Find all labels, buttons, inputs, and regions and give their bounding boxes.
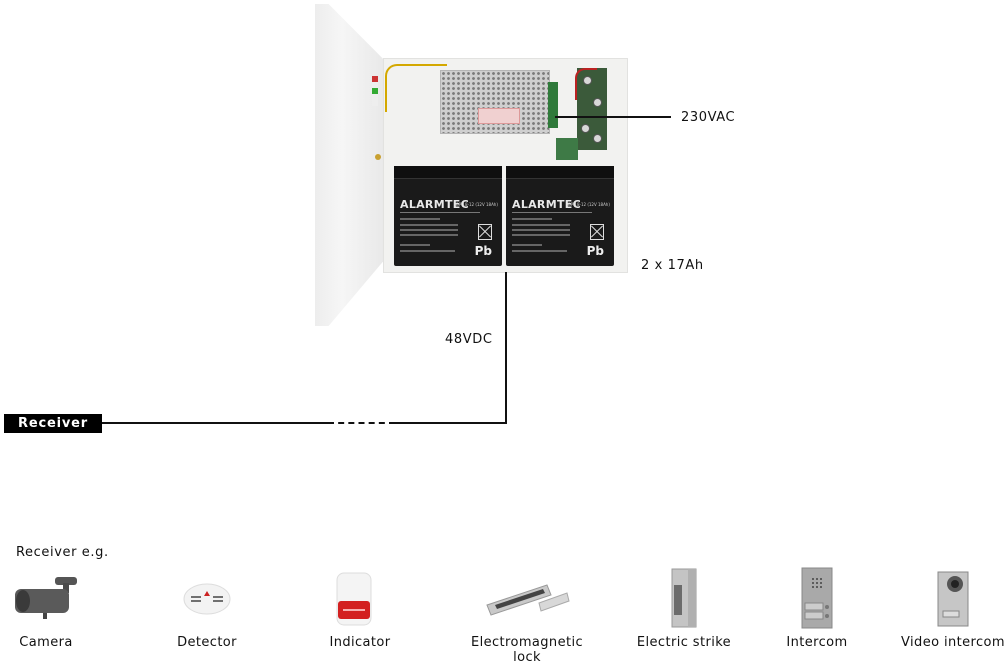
battery-brand: ALARMTEC: [512, 198, 581, 211]
device-label: Indicator: [329, 635, 391, 650]
device-label: Camera: [19, 635, 73, 650]
battery-text-line: [512, 234, 570, 236]
electromagnetic-lock-icon: [486, 584, 570, 616]
capacitor: [581, 124, 590, 133]
battery-text-line: [512, 224, 570, 226]
battery-text-line: [512, 229, 570, 231]
battery-capacity-label: 2 x 17Ah: [641, 258, 704, 273]
battery-text-line: [400, 218, 440, 220]
battery-2: ALARMTEC BP 18-12 (12V 18Ah) Pb: [506, 166, 614, 266]
battery-1: ALARMTEC BP 18-12 (12V 18Ah) Pb: [394, 166, 502, 266]
battery-marking: Pb: [474, 244, 492, 258]
psu-module-label: [478, 108, 520, 124]
battery-text-line: [512, 244, 542, 246]
intercom-icon: [801, 567, 833, 629]
battery-divider: [400, 212, 480, 213]
enclosure-door: [315, 4, 383, 326]
device-label: Video intercom: [901, 635, 1005, 650]
video-intercom-icon: [937, 571, 969, 627]
terminal-block: [548, 82, 558, 128]
ground-lug: [375, 154, 381, 160]
fuse-holder: [372, 76, 378, 106]
battery-text-line: [400, 224, 458, 226]
output-line-horizontal-left: [102, 422, 328, 424]
yellow-wire: [385, 64, 447, 112]
device-label: Electromagnetic lock: [470, 635, 584, 665]
battery-brand: ALARMTEC: [400, 198, 469, 211]
output-line-horizontal-right: [395, 422, 507, 424]
battery-marking: Pb: [586, 244, 604, 258]
recycle-bin-icon: [478, 224, 492, 240]
electric-strike-icon: [671, 568, 697, 628]
output-line-dashed: [328, 422, 395, 424]
battery-top: [506, 166, 614, 179]
device-label: Electric strike: [636, 635, 732, 650]
battery-divider: [512, 212, 592, 213]
recycle-bin-icon: [590, 224, 604, 240]
battery-text-line: [512, 218, 552, 220]
device-label: Detector: [177, 635, 237, 650]
mains-lead-line: [555, 116, 671, 118]
battery-text-line: [400, 250, 455, 252]
mains-label: 230VAC: [681, 110, 736, 125]
camera-icon: [15, 577, 77, 619]
battery-text-line: [400, 229, 458, 231]
battery-model: BP 18-12 (12V 18Ah): [568, 202, 610, 207]
battery-text-line: [400, 244, 430, 246]
red-wire: [575, 68, 597, 100]
psu-module: [440, 70, 550, 134]
battery-top: [394, 166, 502, 179]
receivers-heading: Receiver e.g.: [16, 545, 109, 560]
capacitor: [593, 98, 602, 107]
battery-text-line: [512, 250, 567, 252]
control-pcb: [577, 68, 607, 150]
device-label: Intercom: [786, 635, 848, 650]
receiver-tag: Receiver: [4, 414, 102, 433]
capacitor: [593, 134, 602, 143]
siren-indicator-icon: [336, 572, 372, 626]
output-voltage-label: 48VDC: [445, 332, 493, 347]
battery-text-line: [400, 234, 458, 236]
smoke-detector-icon: [183, 583, 231, 615]
battery-model: BP 18-12 (12V 18Ah): [456, 202, 498, 207]
output-line-vertical: [505, 272, 507, 424]
auxiliary-pcb: [556, 138, 578, 160]
